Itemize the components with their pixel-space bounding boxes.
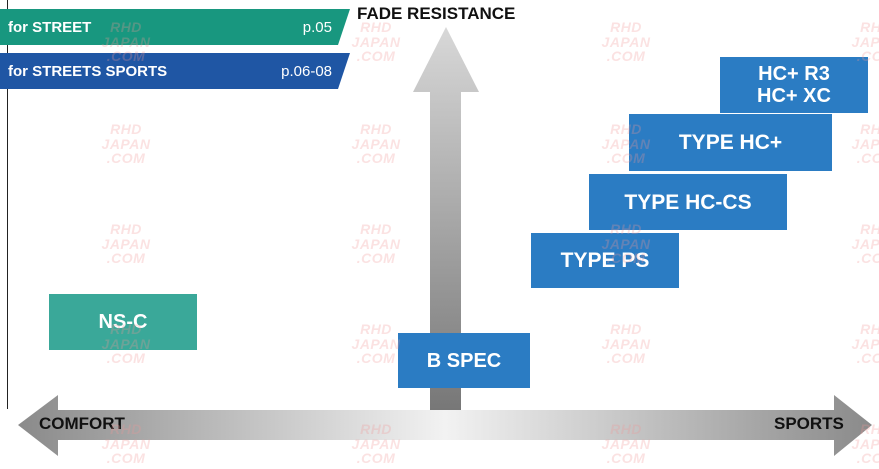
for-street-sports-page: p.06-08: [281, 62, 332, 80]
type-hc-cs-box[interactable]: TYPE HC-CS: [589, 174, 787, 230]
comfort-label: COMFORT: [39, 414, 125, 433]
hc-plus-r3-xc-box[interactable]: HC+ R3 HC+ XC: [720, 57, 868, 113]
sports-label: SPORTS: [774, 414, 844, 433]
b-spec-box[interactable]: B SPEC: [398, 333, 530, 388]
type-hc-cs-label: TYPE HC-CS: [624, 190, 752, 214]
comfort-sports-arrow: [18, 395, 872, 456]
fade-resistance-label: FADE RESISTANCE: [357, 4, 516, 23]
hc-plus-r3-label: HC+ R3: [758, 63, 830, 85]
for-street-sports-banner[interactable]: for STREETS SPORTS p.06-08: [0, 53, 350, 89]
b-spec-label: B SPEC: [426, 349, 502, 372]
type-hc-plus-label: TYPE HC+: [678, 131, 783, 154]
for-street-page: p.05: [302, 18, 332, 36]
fade-resistance-arrow: [413, 27, 479, 410]
type-ps-label: TYPE PS: [560, 249, 650, 272]
type-ps-box[interactable]: TYPE PS: [531, 233, 679, 288]
left-rule: [7, 0, 8, 409]
for-street-label: for STREET: [8, 18, 92, 36]
hc-plus-xc-label: HC+ XC: [757, 85, 831, 107]
ns-c-box[interactable]: NS-C: [49, 294, 197, 350]
type-hc-plus-box[interactable]: TYPE HC+: [629, 114, 832, 171]
ns-c-label: NS-C: [98, 311, 148, 333]
for-street-sports-label: for STREETS SPORTS: [8, 62, 168, 80]
for-street-banner[interactable]: for STREET p.05: [0, 9, 350, 45]
